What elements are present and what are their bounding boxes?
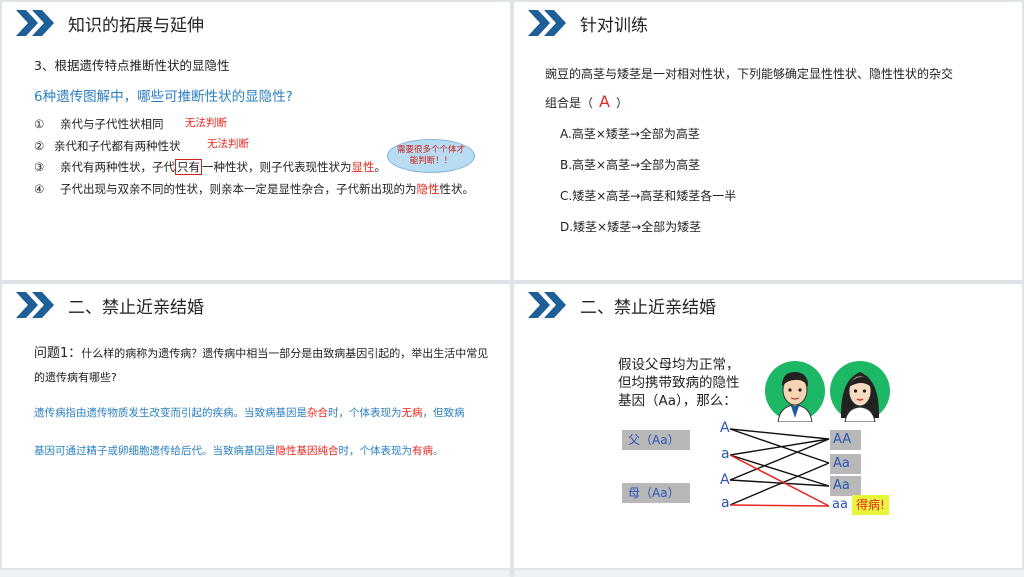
item-number: ④ (34, 182, 45, 196)
panel-genetic-cross-diagram: 二、禁止近亲结婚 假设父母均为正常， 但均携带致病的隐性 基因（Aa），那么： (514, 284, 1022, 568)
annotation-cannot-judge: 无法判断 (185, 117, 227, 129)
premise-line: 假设父母均为正常， (618, 357, 740, 373)
gamete-label: A (720, 420, 730, 436)
item-text-post: 。 (374, 160, 386, 174)
question-line-post: ） (615, 96, 628, 110)
cross-lines (729, 428, 830, 507)
item-text-pre: 子代出现与双亲不同的性状，则亲本一定是显性杂合，子代新出现的为 (59, 182, 417, 196)
father-genotype-box: 父（Aa） (622, 430, 690, 450)
chevron-arrows-icon (16, 292, 54, 318)
mother-avatar-icon (830, 361, 890, 422)
premise-line: 但均携带致病的隐性 (618, 375, 740, 391)
question-line: 豌豆的高茎与矮茎是一对相对性状，下列能够确定显性性状、隐性性状的杂交 (545, 67, 954, 81)
gamete-line (729, 454, 830, 487)
annotation-cannot-judge: 无法判断 (207, 138, 249, 150)
question-text: 什么样的病称为遗传病？遗传病中相当一部分是由致病基因引起的，举出生活中常见 (81, 347, 489, 360)
list-item: ② 亲代和子代都有两种性状 (34, 138, 180, 154)
item-text-post: 性状。 (439, 182, 474, 196)
offspring-genotype: AA (830, 430, 861, 450)
bubble-text: 需要很多个个体才能判断！！ (396, 145, 465, 166)
mother-genotype-box: 母（Aa） (622, 483, 690, 503)
panel-title: 知识的拓展与延伸 (68, 16, 204, 36)
answer-text: ，但致病 (422, 407, 465, 419)
question-text: 6种遗传图解中，哪些可推断性状的显隐性? (34, 89, 293, 105)
item-text-pre: 亲代有两种性状，子代 (59, 160, 175, 174)
list-item: ④ 子代出现与双亲不同的性状，则亲本一定是显性杂合，子代新出现的为隐性性状。 (34, 181, 474, 197)
option-item: D.矮茎×矮茎→全部为矮茎 (560, 220, 702, 234)
offspring-genotype: aa (832, 497, 848, 512)
highlight-dominant: 显性 (351, 160, 375, 174)
question-label: 问题1： (34, 346, 82, 361)
answer-text: 基因可通过精子或卵细胞遗传给后代。当致病基因是 (34, 445, 276, 457)
panel-title: 针对训练 (580, 16, 648, 36)
gamete-label: A (720, 472, 730, 488)
question-line-pre: 组合是（ (545, 96, 594, 110)
boxed-keyword: 只有 (174, 159, 202, 175)
option-item: C.矮茎×高茎→高茎和矮茎各一半 (560, 189, 737, 203)
chevron-arrows-icon (16, 10, 54, 36)
disease-badge: 得病! (852, 495, 889, 515)
bottom-strip (0, 570, 1024, 577)
highlight-recessive: 隐性 (416, 182, 440, 196)
gamete-line (729, 462, 830, 506)
chevron-arrows-icon (528, 10, 566, 36)
answer-letter: A (599, 92, 610, 111)
gamete-line (729, 438, 830, 481)
father-avatar-icon (765, 361, 825, 422)
answer-highlight: 杂合 (307, 407, 328, 419)
panel-no-consanguineous-marriage: 二、禁止近亲结婚 问题1：什么样的病称为遗传病？遗传病中相当一部分是由致病基因引… (2, 284, 510, 568)
answer-text: 时，个体表现为 (338, 445, 413, 457)
answer-highlight: 无病 (401, 407, 423, 419)
gamete-label: a (721, 495, 730, 511)
item-text-mid: 一种性状，则子代表现性状为 (201, 160, 352, 174)
item-text: 亲代与子代性状相同 (59, 117, 164, 131)
gamete-line-recessive (729, 454, 830, 507)
item-text: 亲代和子代都有两种性状 (53, 139, 181, 153)
list-item: ① 亲代与子代性状相同 (34, 116, 163, 132)
panel-title: 二、禁止近亲结婚 (580, 298, 716, 318)
gamete-label: a (721, 446, 730, 462)
speech-bubble: 需要很多个个体才能判断！！ (387, 139, 475, 173)
answer-line: 基因可通过精子或卵细胞遗传给后代。当致病基因是隐性基因纯合时，个体表现为有病。 (34, 443, 444, 458)
gamete-line (729, 428, 830, 440)
answer-text: 时，个体表现为 (328, 407, 402, 419)
item-number: ② (34, 139, 45, 153)
section-heading: 3、根据遗传特点推断性状的显隐性 (34, 58, 230, 73)
answer-text: 遗传病指由遗传物质发生改变而引起的疾病。当致病基因是 (34, 407, 307, 419)
option-item: B.高茎×高茎→全部为高茎 (560, 158, 701, 172)
answer-highlight: 隐性基因纯合 (275, 445, 339, 457)
panel-knowledge-extension: 知识的拓展与延伸 3、根据遗传特点推断性状的显隐性 6种遗传图解中，哪些可推断性… (2, 2, 510, 280)
premise-text: 假设父母均为正常， 但均携带致病的隐性 基因（Aa），那么： (618, 356, 740, 410)
item-number: ① (34, 117, 45, 131)
question-line: 问题1：什么样的病称为遗传病？遗传病中相当一部分是由致病基因引起的，举出生活中常… (34, 342, 488, 361)
offspring-genotype: Aa (830, 476, 861, 496)
option-item: A.高茎×矮茎→全部为高茎 (560, 127, 700, 141)
premise-line: 基因（Aa），那么： (618, 393, 737, 409)
panel-practice: 针对训练 豌豆的高茎与矮茎是一对相对性状，下列能够确定显性性状、隐性性状的杂交 … (514, 2, 1022, 280)
chevron-arrows-icon (528, 292, 566, 318)
answer-line: 遗传病指由遗传物质发生改变而引起的疾病。当致病基因是杂合时，个体表现为无病，但致… (34, 405, 465, 420)
gamete-line (729, 428, 830, 464)
gamete-line (729, 479, 830, 487)
gamete-line (729, 438, 830, 456)
answer-highlight: 有病 (412, 445, 433, 457)
offspring-genotype: Aa (830, 454, 861, 474)
strip-separator (510, 570, 514, 577)
panel-title: 二、禁止近亲结婚 (68, 298, 204, 318)
item-number: ③ (34, 160, 45, 174)
question-line: 的遗传病有哪些? (34, 371, 117, 384)
gamete-line-recessive (729, 504, 830, 507)
answer-text: 。 (433, 445, 444, 457)
question-line: 组合是（ A ） (545, 92, 628, 111)
list-item: ③ 亲代有两种性状，子代只有一种性状，则子代表现性状为显性。 (34, 159, 386, 175)
